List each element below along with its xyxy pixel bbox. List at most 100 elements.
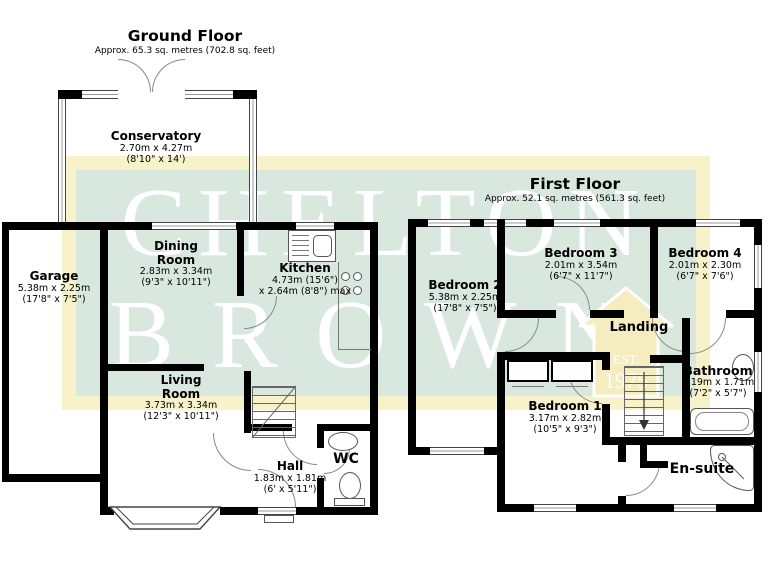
wc-basin <box>328 432 358 451</box>
room-label-hall: Hall 1.83m x 1.81m (6' x 5'11") <box>253 459 327 495</box>
door-arc <box>690 318 726 354</box>
wall <box>317 431 324 448</box>
ground-floor-title: Ground Floor <box>127 27 243 45</box>
wall <box>470 219 484 227</box>
wall <box>108 222 152 230</box>
wall <box>754 392 762 512</box>
window <box>534 504 576 512</box>
wall <box>497 219 505 318</box>
wall <box>236 222 296 230</box>
wall <box>58 90 82 99</box>
wall <box>590 310 624 318</box>
door-arc <box>505 318 539 352</box>
window <box>554 219 600 227</box>
window <box>754 352 762 392</box>
wall <box>726 310 762 318</box>
wall <box>505 352 610 360</box>
window <box>249 99 257 222</box>
room-label-ensuite: En-suite <box>669 461 735 477</box>
wall <box>408 219 416 455</box>
first-floor-area: Approx. 52.1 sq. metres (561.3 sq. feet) <box>484 193 666 204</box>
hob-burner <box>341 286 350 295</box>
room-label-living-room: Living Room 3.73m x 3.34m (12'3" x 10'11… <box>143 373 219 423</box>
wardrobe-door-line <box>512 386 544 387</box>
wall <box>233 90 257 99</box>
wall <box>334 222 378 230</box>
wall <box>526 219 554 227</box>
room-label-bedroom3: Bedroom 3 2.01m x 3.54m (6'7" x 11'7") <box>544 246 618 282</box>
wall <box>650 355 690 363</box>
window <box>674 504 716 512</box>
hob-burner <box>341 272 350 281</box>
ground-floor-area: Approx. 65.3 sq. metres (702.8 sq. feet) <box>94 45 276 56</box>
room-label-bathroom: Bathroom 2.19m x 1.71m (7'2" x 5'7") <box>681 363 755 400</box>
sink-bowl <box>313 235 332 257</box>
window <box>428 219 470 227</box>
counter-line <box>338 349 371 350</box>
wall <box>640 461 668 468</box>
wall <box>237 230 244 296</box>
wall <box>618 445 626 462</box>
first-floor-title-block: First Floor Approx. 52.1 sq. metres (561… <box>455 175 695 204</box>
wall <box>602 360 610 370</box>
wall <box>497 352 505 447</box>
stairs-diagonal <box>251 385 297 439</box>
hob-burner <box>353 272 362 281</box>
wall <box>2 222 108 230</box>
room-label-landing: Landing <box>609 320 669 335</box>
bay-window <box>108 506 222 530</box>
room-label-bedroom2: Bedroom 2 5.38m x 2.25m (17'8" x 7'5") <box>428 278 502 314</box>
est-label: EST. <box>612 353 639 368</box>
wall <box>602 437 762 445</box>
wc-toilet-tank <box>334 498 365 506</box>
window <box>696 219 740 227</box>
wall <box>754 288 762 352</box>
wall <box>108 364 204 371</box>
shower-head <box>718 453 745 480</box>
wall <box>100 507 114 515</box>
wall <box>497 504 534 512</box>
room-label-bedroom4: Bedroom 4 2.01m x 2.30m (6'7" x 7'6") <box>668 246 742 282</box>
wall <box>2 222 9 482</box>
wall <box>370 222 378 515</box>
room-label-dining-room: Dining Room 2.83m x 3.34m (9'3" x 10'11"… <box>139 239 213 289</box>
wardrobe-door-line <box>556 386 588 387</box>
window <box>754 245 762 288</box>
ground-floor-title-block: Ground Floor Approx. 65.3 sq. metres (70… <box>70 27 300 56</box>
wall <box>640 445 647 467</box>
wall <box>2 474 108 482</box>
wall <box>682 318 690 437</box>
wall <box>408 447 430 455</box>
wall <box>296 507 378 515</box>
wall <box>484 447 505 455</box>
room-label-garage: Garage 5.38m x 2.25m (17'8" x 7'5") <box>17 269 91 305</box>
wall <box>618 496 626 512</box>
wall <box>600 219 696 227</box>
wardrobe <box>507 360 549 382</box>
stairs-arrow <box>639 372 649 430</box>
wall <box>602 404 610 437</box>
wall <box>740 219 762 227</box>
wall <box>650 219 658 318</box>
window <box>484 219 526 227</box>
front-door-step <box>264 515 294 523</box>
window <box>430 447 484 455</box>
window <box>82 90 118 99</box>
wall <box>100 222 108 515</box>
wall <box>497 447 505 512</box>
front-door-threshold <box>258 507 296 515</box>
window <box>296 222 334 230</box>
window <box>152 222 236 230</box>
hob-burner <box>353 286 362 295</box>
wall <box>244 371 251 433</box>
wall <box>317 424 377 431</box>
room-label-wc: WC <box>333 451 359 467</box>
wall <box>220 507 258 515</box>
room-label-conservatory: Conservatory 2.70m x 4.27m (8'10" x 14') <box>110 129 202 165</box>
wardrobe <box>551 360 593 382</box>
room-label-bedroom1: Bedroom 1 3.17m x 2.82m (10'5" x 9'3") <box>528 399 602 435</box>
sink-drainer <box>292 235 309 257</box>
